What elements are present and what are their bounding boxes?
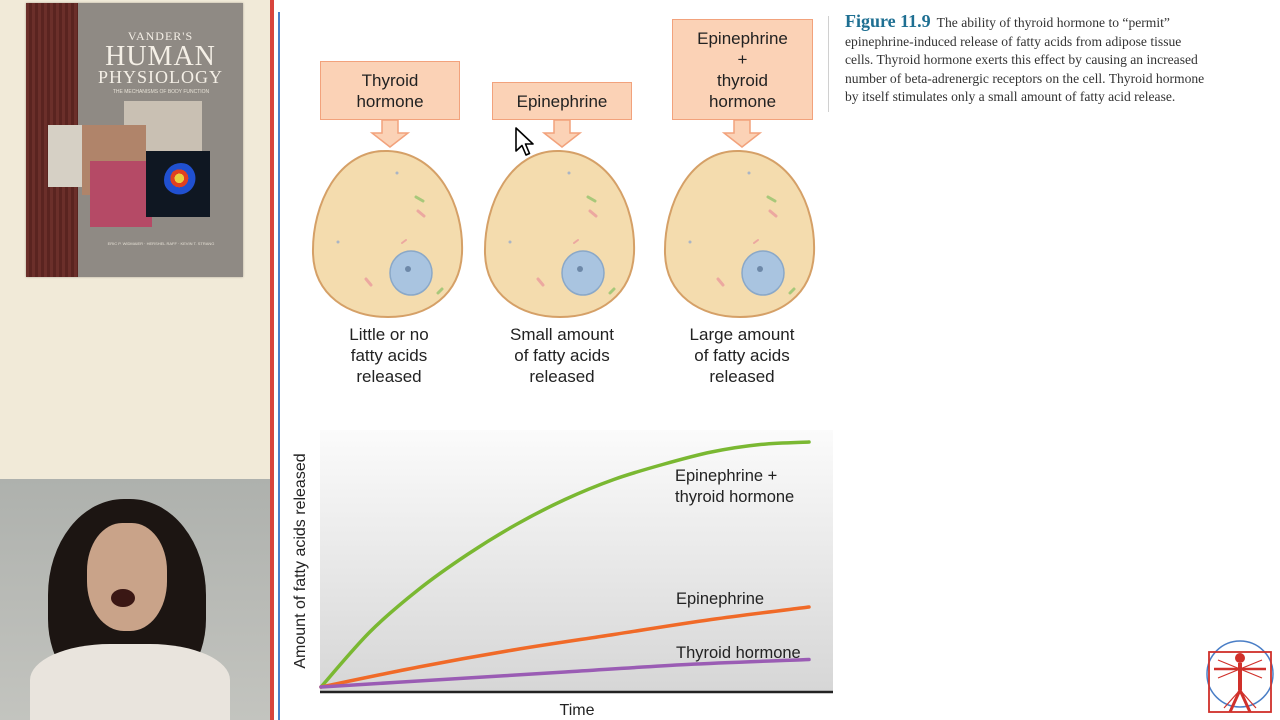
- sidebar-panel: VANDER'S HUMAN PHYSIOLOGY THE MECHANISMS…: [0, 0, 270, 720]
- series-line-0: [319, 440, 811, 689]
- cell-caption-combined: Large amount of fatty acids released: [689, 325, 795, 386]
- x-axis-label: Time: [560, 702, 595, 719]
- mouse-cursor-icon: [515, 127, 534, 156]
- series-line-2: [319, 657, 811, 689]
- book-title-line1: VANDER'S: [127, 29, 194, 43]
- adipose-cell-combined: [663, 149, 816, 319]
- figure-label: Figure 11.9: [845, 11, 931, 31]
- book-cover-image: VANDER'S HUMAN PHYSIOLOGY THE MECHANISMS…: [26, 3, 243, 277]
- cover-photo-tissue: [90, 161, 152, 227]
- cell-caption-thyroid: Little or no fatty acids released: [349, 325, 429, 386]
- caption-line: epinephrine-induced release of fatty aci…: [845, 33, 1182, 49]
- cell-caption-epinephrine: Small amount of fatty acids released: [510, 325, 614, 386]
- book-title-line3: PHYSIOLOGY: [97, 67, 223, 87]
- caption-line: cells. Thyroid hormone exerts this effec…: [845, 52, 1198, 67]
- presenter-webcam: [0, 479, 270, 720]
- down-arrow-icon: [721, 120, 763, 148]
- y-axis-label: Amount of fatty acids released: [292, 453, 309, 668]
- label-box-epinephrine: Epinephrine: [492, 82, 632, 120]
- down-arrow-icon: [369, 120, 411, 148]
- book-title-line2: HUMAN: [105, 41, 216, 72]
- presenter-mouth: [111, 589, 135, 607]
- presenter-face: [87, 523, 167, 631]
- caption-divider: [828, 16, 829, 112]
- series-label-2: Thyroid hormone: [676, 644, 801, 662]
- plot-area: [320, 430, 833, 692]
- caption-line: number of beta-adrenergic receptors on t…: [845, 70, 1205, 86]
- book-subtitle: THE MECHANISMS OF BODY FUNCTION: [112, 89, 210, 95]
- brain-scan-image: [164, 163, 198, 197]
- caption-line: by itself stimulates only a small amount…: [845, 89, 1176, 104]
- series-label-0: Epinephrine +thyroid hormone: [675, 467, 794, 506]
- adipose-cell-thyroid: [311, 149, 464, 319]
- book-authors: ERIC P. WIDMAIER · HERSHEL RAFF · KEVIN …: [107, 241, 215, 246]
- divider-blue: [278, 12, 280, 720]
- divider-red: [270, 0, 274, 720]
- series-line-1: [319, 605, 811, 689]
- vitruvian-man-logo-icon: [1206, 640, 1274, 713]
- presenter-shirt: [30, 644, 230, 720]
- adipose-cell-epinephrine: [483, 149, 636, 319]
- label-box-epinephrine-thyroid: Epinephrine + thyroid hormone: [672, 19, 813, 120]
- series-label-1: Epinephrine: [676, 590, 764, 608]
- down-arrow-icon: [541, 120, 583, 148]
- label-box-thyroid-hormone: Thyroid hormone: [320, 61, 460, 120]
- figure-caption: Figure 11.9 The ability of thyroid hormon…: [845, 12, 1279, 107]
- fatty-acid-release-chart: Epinephrine +thyroid hormoneEpinephrineT…: [292, 430, 833, 719]
- caption-line: The ability of thyroid hormone to “permi…: [936, 15, 1170, 30]
